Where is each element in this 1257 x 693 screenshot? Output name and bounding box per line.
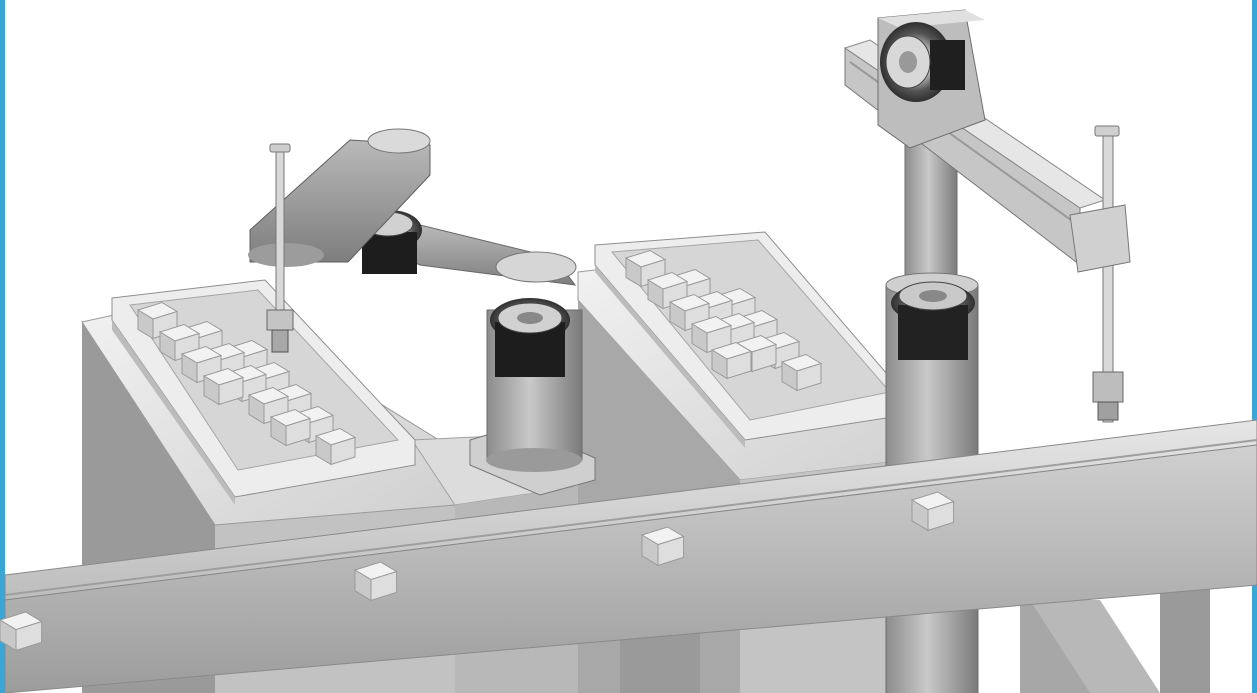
tray-part-cube (269, 408, 312, 447)
scara-second-arm (391, 224, 577, 286)
tray-parts-group (136, 249, 823, 466)
gantry-spindle (1069, 125, 1131, 423)
tray-part-cube (136, 301, 179, 340)
frame-edge-right (1252, 0, 1257, 693)
frame-edge-left (0, 0, 5, 693)
conveyor-part-cube (0, 611, 43, 652)
tray-part-cube (710, 341, 753, 380)
conveyor-legs (620, 580, 1210, 693)
conveyor-part-cube (640, 526, 685, 567)
tray-part-cube (624, 249, 667, 288)
scara-first-arm (248, 128, 431, 267)
tray-part-cube (314, 427, 357, 466)
gantry-upper-actuator (880, 22, 965, 102)
conveyor-part-cube (353, 561, 398, 602)
tray-part-cube (668, 293, 711, 332)
conveyor-part-cube (910, 491, 955, 532)
scara-elbow-actuator (490, 298, 570, 377)
gantry-lower-actuator (891, 281, 975, 360)
scara-quill (266, 143, 294, 353)
tray-part-cube (202, 367, 245, 406)
tray-part-cube (780, 353, 823, 392)
conveyor-parts-group (0, 491, 955, 652)
